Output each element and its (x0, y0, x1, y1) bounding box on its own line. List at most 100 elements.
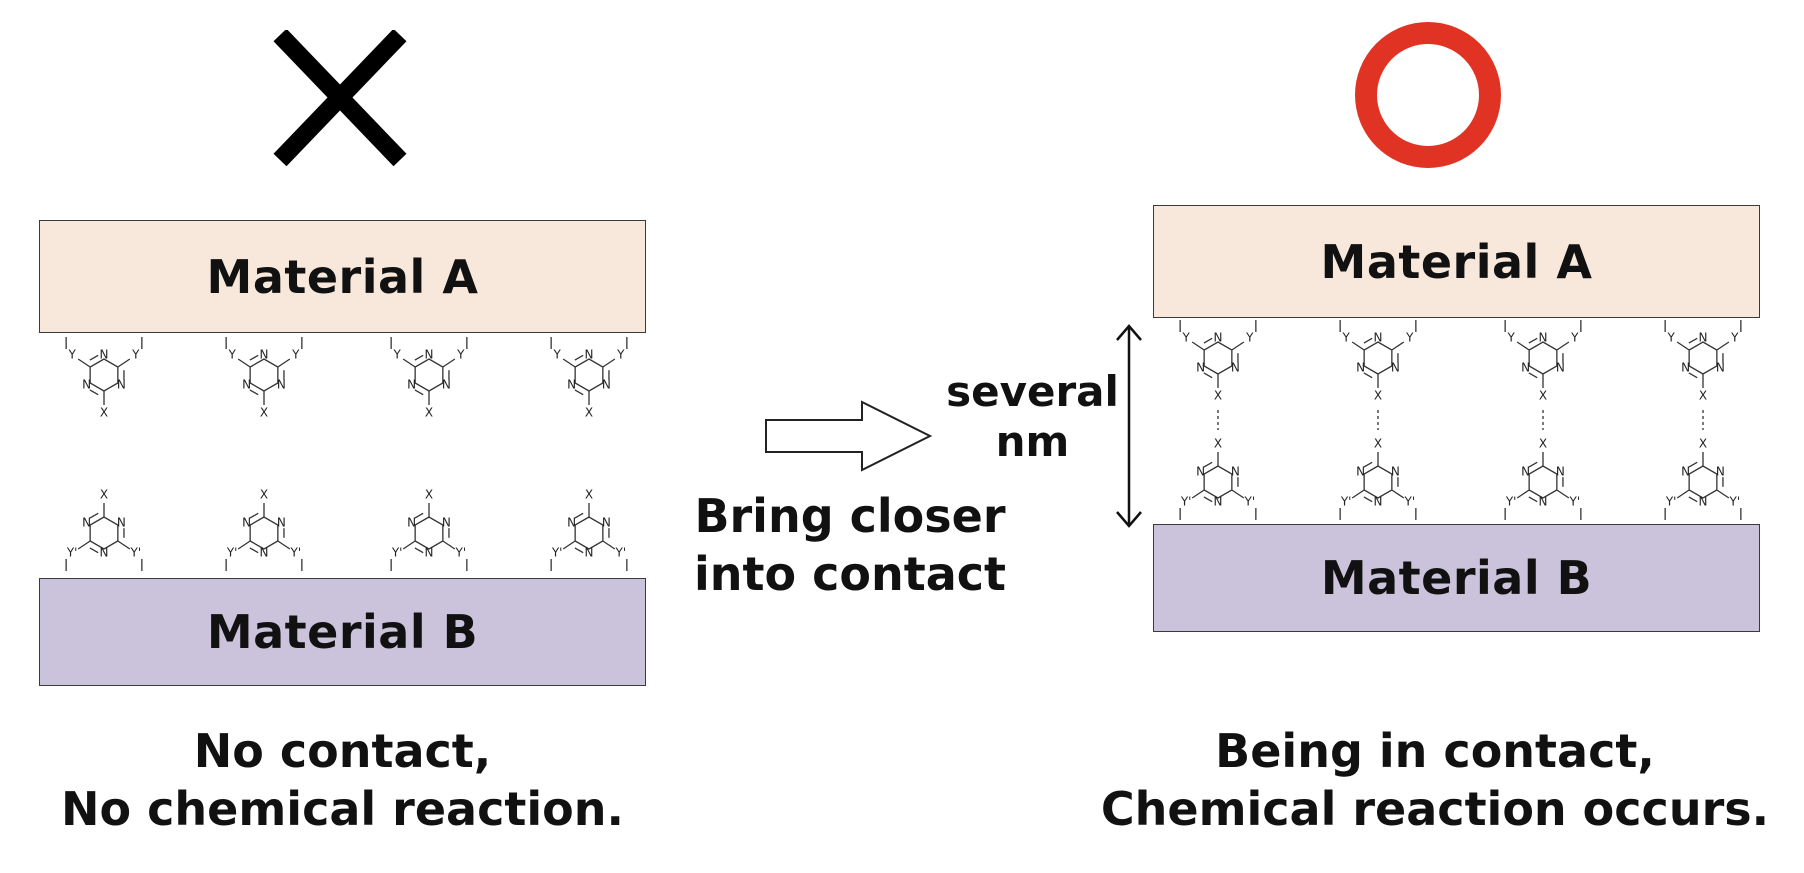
substituent-label: Y' (130, 546, 142, 560)
left-caption-line2: No chemical reaction. (61, 782, 624, 836)
substituent-label: Y (1405, 331, 1414, 345)
nitrogen-atom-label: N (1391, 465, 1400, 479)
substituent-label: Y' (226, 546, 238, 560)
linker-x-label: X (1214, 437, 1222, 451)
substituent-label: Y (1245, 331, 1254, 345)
arrow-label-line2: into contact (693, 547, 1007, 601)
substituent-label: Y (67, 348, 76, 362)
nitrogen-atom-label: N (1716, 361, 1725, 375)
arrow-label: Bring closer into contact (680, 487, 1020, 603)
substituent-label: Y' (1665, 495, 1677, 509)
linker-x-label: X (100, 488, 108, 502)
nitrogen-atom-label: N (1231, 361, 1240, 375)
linker-x-label: X (260, 488, 268, 502)
nitrogen-atom-label: N (1391, 361, 1400, 375)
left-caption: No contact, No chemical reaction. (39, 722, 646, 838)
left-material-b: Material B (39, 578, 646, 686)
nitrogen-atom-label: N (1214, 495, 1223, 509)
nitrogen-atom-label: N (1196, 465, 1205, 479)
linker-x-label: X (585, 406, 593, 420)
nitrogen-atom-label: N (1681, 465, 1690, 479)
nitrogen-atom-label: N (82, 516, 91, 530)
nitrogen-atom-label: N (1556, 465, 1565, 479)
left-caption-line1: No contact, (193, 724, 492, 778)
nitrogen-atom-label: N (1356, 361, 1365, 375)
nitrogen-atom-label: N (242, 378, 251, 392)
substituent-label: Y (392, 348, 401, 362)
nitrogen-atom-label: N (407, 378, 416, 392)
substituent-label: Y (552, 348, 561, 362)
nitrogen-atom-label: N (585, 546, 594, 560)
linker-x-label: X (425, 406, 433, 420)
nitrogen-atom-label: N (260, 348, 269, 362)
nitrogen-atom-label: N (117, 378, 126, 392)
substituent-label: Y' (1404, 495, 1416, 509)
circle-mark-icon (1355, 22, 1501, 168)
right-caption-line2: Chemical reaction occurs. (1100, 782, 1770, 836)
linker-x-label: X (1699, 437, 1707, 451)
nitrogen-atom-label: N (1521, 361, 1530, 375)
nitrogen-atom-label: N (1356, 465, 1365, 479)
nitrogen-atom-label: N (425, 348, 434, 362)
nitrogen-atom-label: N (82, 378, 91, 392)
nitrogen-atom-label: N (1231, 465, 1240, 479)
substituent-label: Y' (290, 546, 302, 560)
nitrogen-atom-label: N (1374, 331, 1383, 345)
linker-x-label: X (1539, 437, 1547, 451)
substituent-label: Y (456, 348, 465, 362)
nitrogen-atom-label: N (100, 546, 109, 560)
substituent-label: Y (1570, 331, 1579, 345)
distance-label-line2: nm (995, 417, 1070, 466)
nitrogen-atom-label: N (260, 546, 269, 560)
nitrogen-atom-label: N (1699, 495, 1708, 509)
nitrogen-atom-label: N (242, 516, 251, 530)
substituent-label: Y (1341, 331, 1350, 345)
nitrogen-atom-label: N (442, 516, 451, 530)
nitrogen-atom-label: N (602, 378, 611, 392)
substituent-label: Y (1181, 331, 1190, 345)
right-caption-line1: Being in contact, (1215, 724, 1655, 778)
nitrogen-atom-label: N (442, 378, 451, 392)
linker-x-label: X (585, 488, 593, 502)
substituent-label: Y' (66, 546, 78, 560)
substituent-label: Y' (1505, 495, 1517, 509)
nitrogen-atom-label: N (277, 378, 286, 392)
distance-label: several nm (945, 367, 1120, 467)
nitrogen-atom-label: N (100, 348, 109, 362)
linker-x-label: X (1699, 389, 1707, 403)
cross-mark-icon (273, 30, 407, 167)
linker-x-label: X (1374, 437, 1382, 451)
nitrogen-atom-label: N (1539, 495, 1548, 509)
nitrogen-atom-label: N (1681, 361, 1690, 375)
substituent-label: Y (1506, 331, 1515, 345)
left-material-a: Material A (39, 220, 646, 333)
nitrogen-atom-label: N (1196, 361, 1205, 375)
substituent-label: Y (616, 348, 625, 362)
nitrogen-atom-label: N (1556, 361, 1565, 375)
distance-label-line1: several (946, 367, 1119, 416)
right-material-b: Material B (1153, 524, 1760, 632)
nitrogen-atom-label: N (567, 378, 576, 392)
substituent-label: Y (1666, 331, 1675, 345)
nitrogen-atom-label: N (277, 516, 286, 530)
nitrogen-atom-label: N (1214, 331, 1223, 345)
substituent-label: Y' (551, 546, 563, 560)
substituent-label: Y (227, 348, 236, 362)
distance-double-arrow-icon (1116, 324, 1142, 528)
